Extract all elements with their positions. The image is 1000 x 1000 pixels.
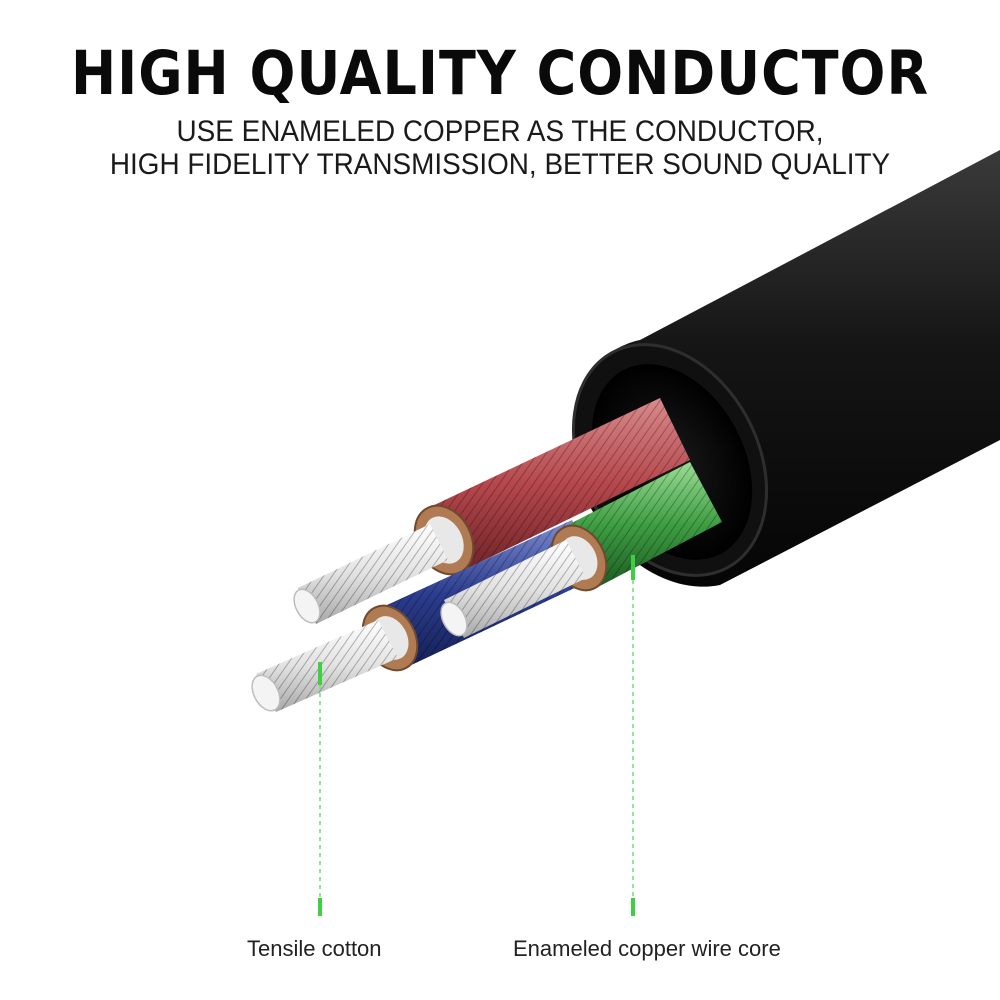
subtitle-line-2: HIGH FIDELITY TRANSMISSION, BETTER SOUND… — [109, 148, 891, 181]
headline: HIGH QUALITY CONDUCTOR — [70, 38, 930, 109]
callout-tensile-cotton: Tensile cotton — [247, 936, 382, 961]
subtitle-line-1: USE ENAMELED COPPER AS THE CONDUCTOR, — [176, 115, 824, 148]
tensile-cotton-strand-middle — [440, 540, 586, 638]
red-wire-core — [413, 398, 690, 576]
tensile-cotton-strand-upper — [293, 524, 448, 624]
callout-enameled-copper-core: Enameled copper wire core — [513, 936, 781, 961]
tensile-cotton-strand-lower — [251, 620, 398, 712]
